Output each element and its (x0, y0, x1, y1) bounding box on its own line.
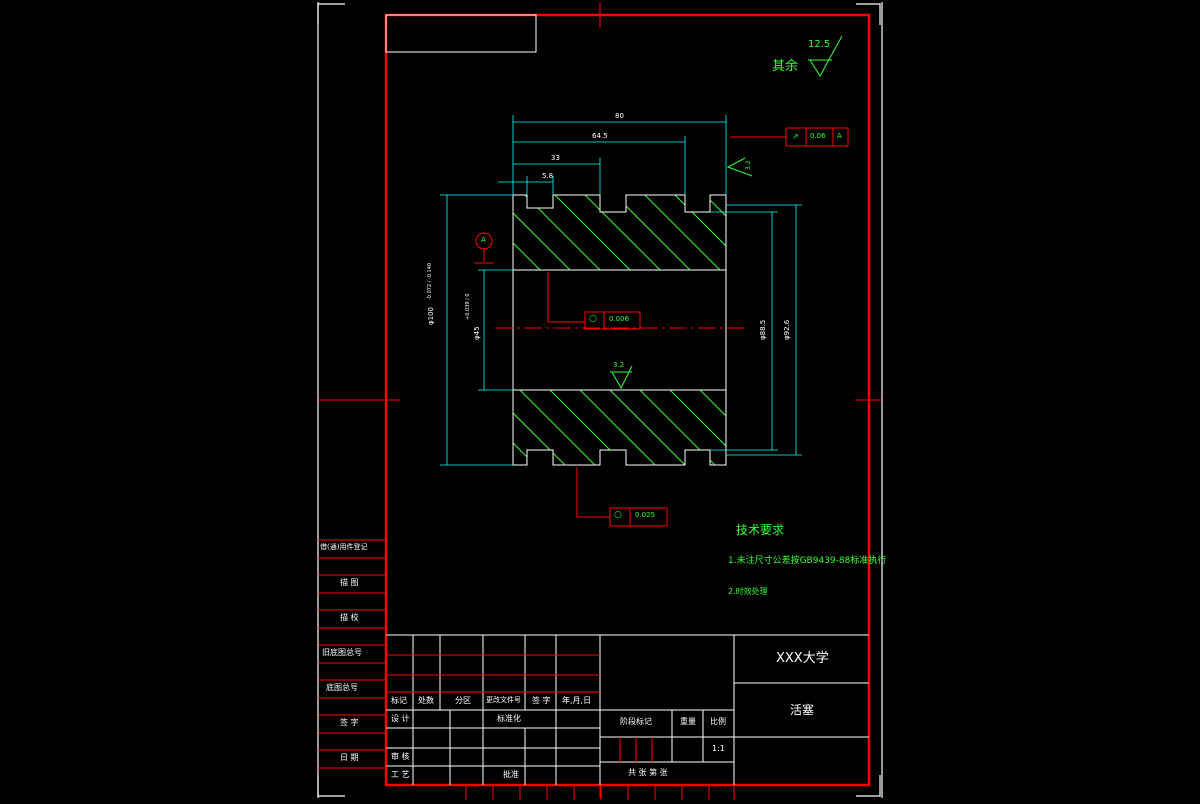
dimension-lines (440, 115, 802, 466)
scale-value: 1:1 (712, 744, 725, 753)
weight-label: 重量 (680, 717, 696, 726)
roughness-value: 12.5 (808, 39, 831, 50)
runout-datum: A (837, 132, 842, 140)
dim-dia-outer: φ100 (427, 307, 435, 325)
cylindricity-icon: ○ (589, 314, 597, 324)
header-date: 年,月,日 (562, 696, 592, 705)
header-count: 处数 (418, 696, 434, 705)
dim-dia-bore-tol: +0.039 / 0 (465, 293, 471, 320)
part-outline (512, 194, 727, 466)
cylindricity-outer-icon: ○ (614, 510, 622, 520)
red-frame (384, 13, 871, 787)
surface-finish-right: 3.2 (745, 160, 752, 170)
header-signature: 签 字 (532, 696, 551, 705)
tech-requirements-title: 技术要求 (736, 523, 785, 537)
side-row-3: 描 校 (340, 613, 359, 622)
header-zone: 分区 (455, 696, 471, 705)
header-change-doc: 更改文件号 (486, 696, 521, 704)
role-approve: 批准 (503, 770, 519, 779)
tech-requirement-1: 1.未注尺寸公差按GB9439-88标准执行 (728, 556, 887, 566)
side-row-5: 底图总号 (326, 683, 358, 692)
role-process: 工 艺 (391, 770, 410, 779)
stage-mark: 阶段标记 (620, 717, 652, 726)
dim-dia-groove2: φ92.6 (783, 319, 791, 340)
header-mark: 标记 (391, 696, 407, 705)
tech-requirement-2: 2.时效处理 (728, 587, 768, 596)
role-standard: 标准化 (497, 714, 521, 723)
dim-dia-groove: φ88.5 (759, 319, 767, 340)
sheet-count: 共 张 第 张 (628, 768, 668, 777)
side-row-6: 签 字 (340, 718, 359, 727)
side-row-1: 借(通)用件登记 (320, 543, 368, 551)
cylindricity-outer-value: 0.025 (635, 511, 656, 519)
roughness-label: 其余 (772, 59, 799, 74)
part-name: 活塞 (790, 703, 815, 717)
role-review: 审 核 (391, 752, 410, 761)
cylindricity-bore-value: 0.006 (609, 315, 630, 323)
dim-dia-outer-tol: -0.072 / -0.140 (427, 262, 433, 300)
dim-length-5-8: 5.8 (542, 172, 554, 180)
datum-letter: A (481, 236, 486, 244)
dim-length-64: 64.5 (592, 132, 608, 140)
scale-label: 比例 (710, 717, 726, 726)
side-row-7: 日 期 (340, 753, 359, 762)
side-row-2: 描 图 (340, 578, 359, 587)
dim-dia-bore: φ45 (473, 326, 481, 340)
dim-length-33: 33 (551, 154, 560, 162)
runout-value: 0.06 (810, 132, 826, 140)
side-row-4: 旧底图总号 (322, 648, 362, 657)
surface-finish-bore: 3.2 (613, 361, 625, 369)
dim-overall-length: 80 (615, 112, 624, 120)
role-design: 设 计 (391, 714, 410, 723)
university-name: XXX大学 (776, 651, 829, 666)
runout-symbol-icon: ↗ (792, 132, 799, 141)
section-hatching (513, 195, 726, 465)
